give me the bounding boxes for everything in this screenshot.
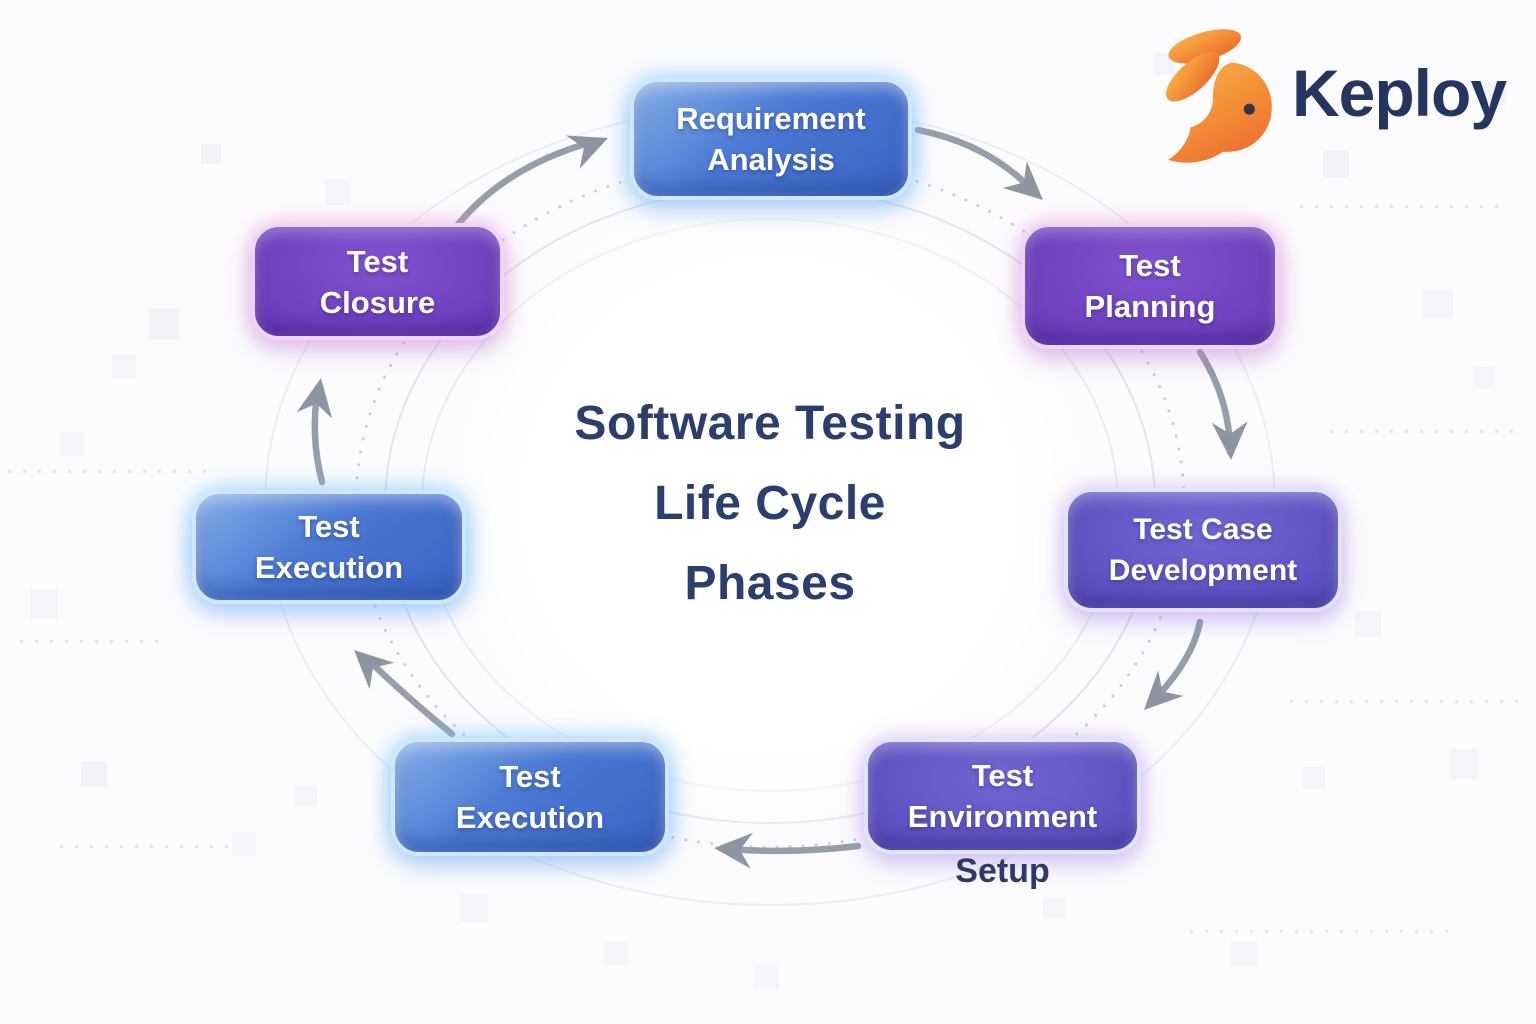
phase-label: Development — [1108, 554, 1298, 587]
phase-test-environment-setup: Test Environment — [864, 738, 1141, 854]
arc-closure-to-requirement — [448, 138, 596, 236]
arrow-icon — [566, 135, 608, 169]
phase-label: Environment — [907, 799, 1098, 834]
phase-label: Test — [346, 243, 409, 279]
phase-test-execution-bottom: Test Execution — [391, 738, 669, 856]
diagram-title: Software Testing Life Cycle Phases — [492, 384, 1048, 624]
phase-test-execution-left: Test Execution — [192, 490, 466, 604]
phase-test-closure: Test Closure — [251, 223, 504, 340]
phase-label: Execution — [455, 800, 605, 835]
center-fade — [435, 170, 1105, 840]
background-dots — [60, 845, 240, 848]
arc-execution-to-execution — [362, 654, 456, 738]
title-line-1: Software Testing — [574, 397, 966, 450]
phase-requirement-analysis: Requirement Analysis — [630, 78, 912, 200]
title-line-2: Life Cycle — [654, 477, 886, 530]
arrow-icon — [1211, 421, 1248, 460]
phase-test-planning: Test Planning — [1021, 223, 1279, 349]
phase-test-case-development: Test Case Development — [1064, 488, 1342, 612]
arrow-icon — [714, 832, 754, 869]
arrow-icon — [296, 378, 333, 419]
phase-label: Execution — [254, 550, 404, 585]
phase-label: Closure — [319, 284, 436, 320]
title-line-3: Phases — [684, 557, 856, 610]
arrow-icon — [1144, 670, 1184, 710]
keploy-logo: Keploy — [1156, 20, 1507, 172]
phase-label: Test — [1119, 248, 1181, 283]
setup-caption: Setup — [955, 852, 1050, 890]
arc-environment-to-execution — [726, 842, 862, 855]
arrow-icon — [1002, 161, 1043, 200]
background-dots — [1290, 700, 1520, 703]
phase-label: Requirement — [676, 101, 866, 136]
rabbit-icon — [1166, 29, 1272, 163]
phase-label: Test Case — [1133, 513, 1273, 546]
background-dots — [1190, 930, 1450, 933]
background-dots — [8, 470, 208, 473]
phase-label: Analysis — [707, 142, 835, 177]
background-dots — [1330, 430, 1520, 433]
phase-label: Test — [971, 758, 1034, 793]
arrowheads — [296, 135, 1248, 869]
brand-name: Keploy — [1292, 56, 1507, 130]
arrow-icon — [354, 650, 395, 690]
phase-label: Test — [298, 509, 360, 544]
phase-label: Planning — [1084, 289, 1216, 324]
background-dots — [20, 640, 170, 643]
background-dots — [1300, 205, 1510, 208]
phase-label: Test — [499, 759, 561, 794]
